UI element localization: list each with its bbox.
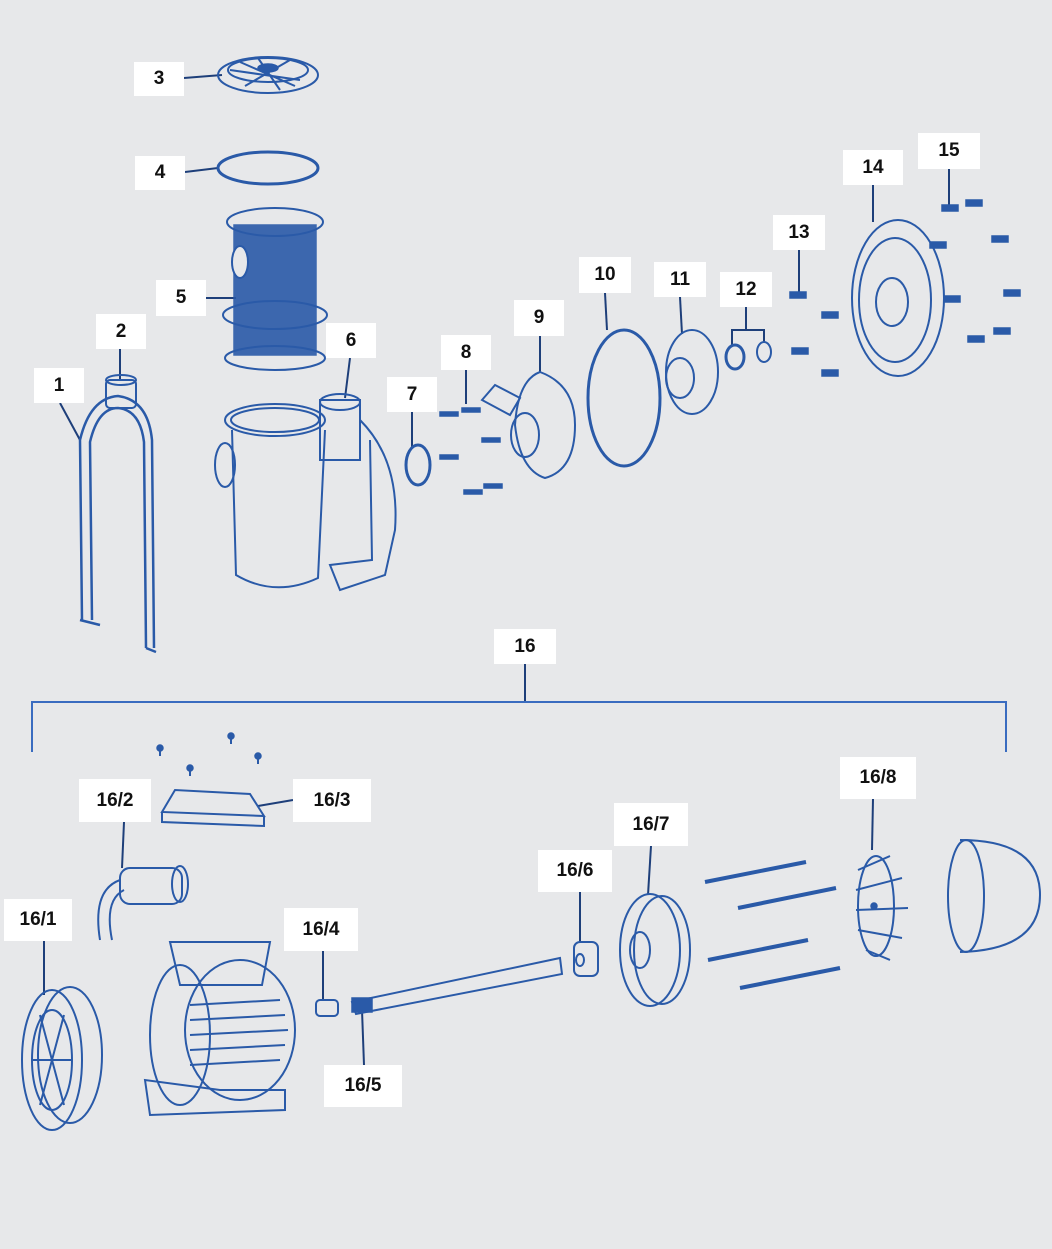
- part-15-bolts: [929, 199, 1021, 343]
- label-16-7: 16/7: [614, 803, 688, 846]
- part-6-housing: [214, 393, 397, 592]
- leader-lines: [43, 74, 950, 1066]
- label-4: 4: [135, 156, 185, 190]
- label-6: 6: [326, 323, 376, 358]
- part-13-screws: [789, 291, 839, 377]
- part-9-diffuser: [480, 370, 577, 480]
- part-7-oring: [404, 443, 432, 487]
- part-16-4-bearing: [315, 999, 339, 1017]
- part-16-3-terminal-cover: [156, 732, 266, 828]
- part-16-8-fan: [855, 855, 909, 961]
- label-10: 10: [579, 257, 631, 293]
- part-16-motor-stator: [143, 941, 296, 1117]
- label-5: 5: [156, 280, 206, 316]
- label-16-3: 16/3: [293, 779, 371, 822]
- part-1-handle: [78, 394, 157, 654]
- label-11: 11: [654, 262, 706, 297]
- part-10-gasket: [586, 328, 662, 468]
- label-16-8: 16/8: [840, 757, 916, 799]
- label-12: 12: [720, 272, 772, 307]
- label-9: 9: [514, 300, 564, 336]
- part-12-seal: [724, 341, 772, 371]
- label-3: 3: [134, 62, 184, 96]
- part-16-7-rear-flange: [619, 893, 691, 1007]
- label-13: 13: [773, 215, 825, 250]
- part-5-basket: [222, 207, 328, 371]
- part-16-1-front-flange: [21, 986, 103, 1131]
- part-16-5-shaft: [350, 956, 564, 1016]
- part-16-6-bearing: [573, 941, 599, 977]
- label-2: 2: [96, 314, 146, 349]
- group-16-bracket: [31, 701, 1007, 752]
- label-14: 14: [843, 150, 903, 185]
- part-4-oring: [216, 150, 320, 186]
- label-1: 1: [34, 368, 84, 403]
- label-16-2: 16/2: [79, 779, 151, 822]
- part-2-knob: [105, 374, 137, 409]
- part-16-tie-rods: [704, 860, 841, 990]
- label-7: 7: [387, 377, 437, 412]
- label-16-6: 16/6: [538, 850, 612, 892]
- label-8: 8: [441, 335, 491, 370]
- label-15: 15: [918, 133, 980, 169]
- part-16-2-capacitor: [97, 865, 189, 941]
- label-16-4: 16/4: [284, 908, 358, 951]
- part-11-impeller: [665, 329, 719, 415]
- part-3-lid: [217, 56, 319, 94]
- part-8-screws: [439, 407, 503, 495]
- label-16-5: 16/5: [324, 1065, 402, 1107]
- label-16-1: 16/1: [4, 899, 72, 941]
- label-16: 16: [494, 629, 556, 664]
- part-16-fan-cover: [947, 839, 1042, 953]
